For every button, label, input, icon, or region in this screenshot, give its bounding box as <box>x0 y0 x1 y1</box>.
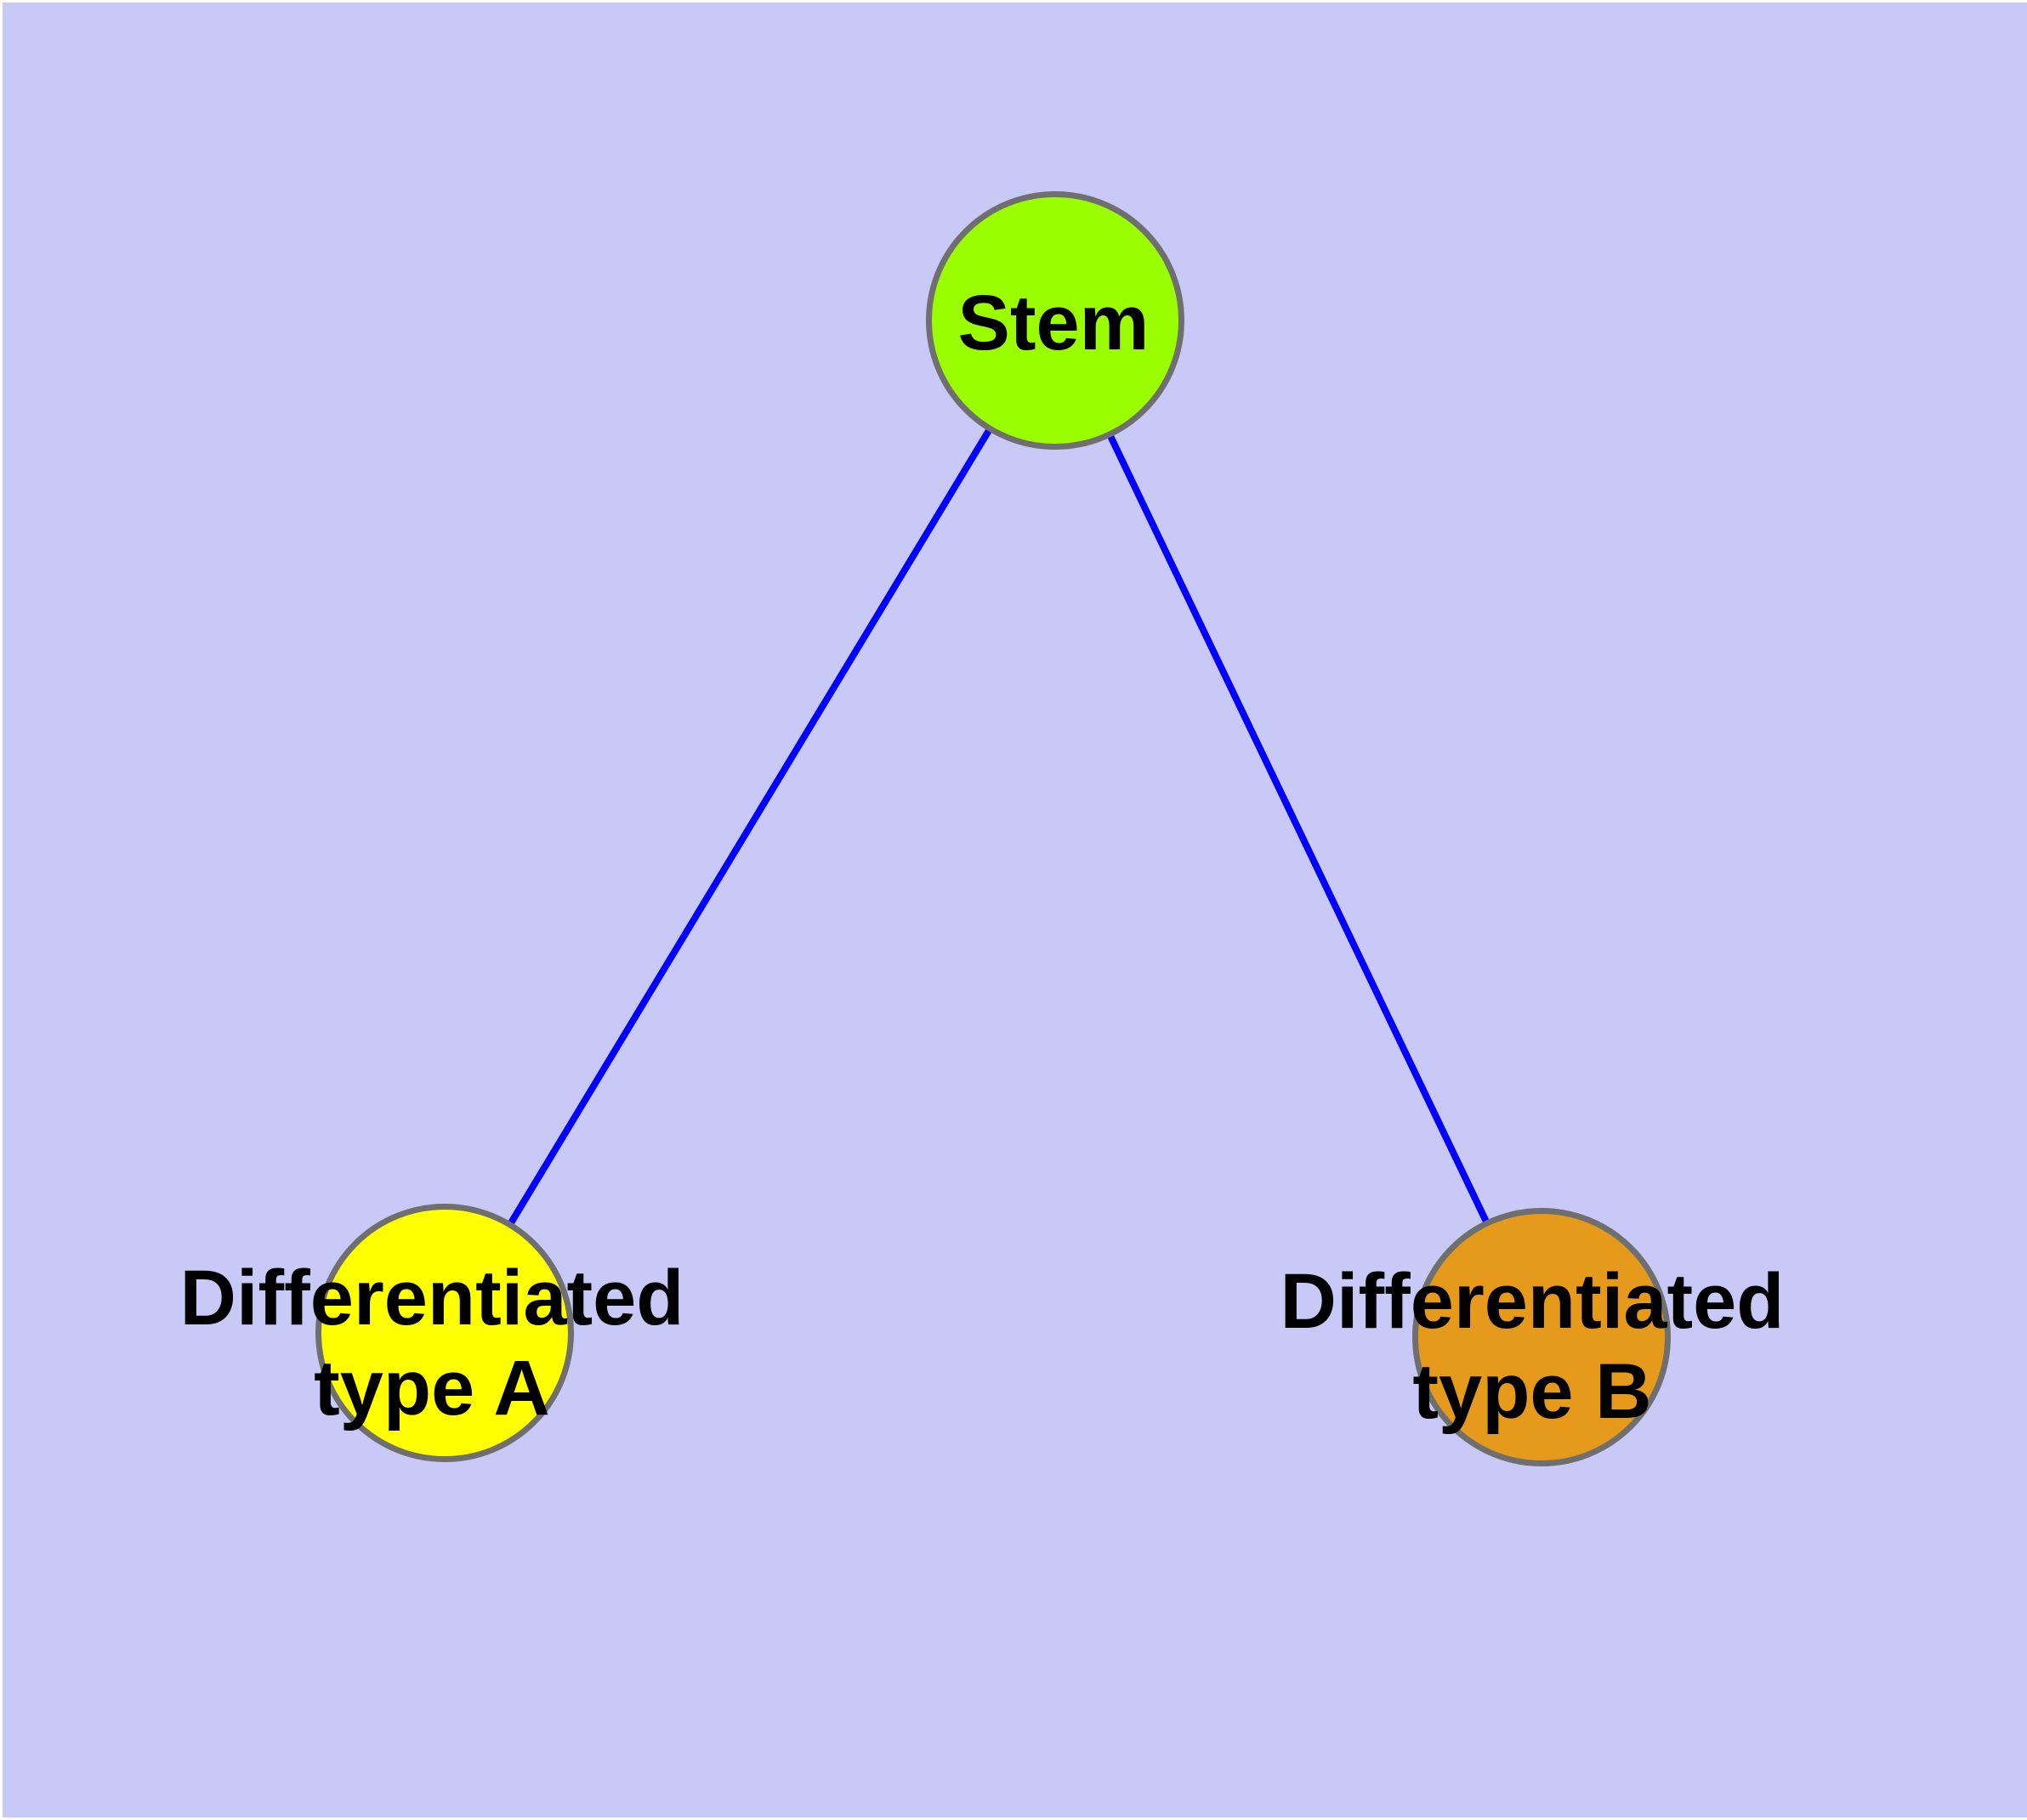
label-type-a-line-2: type A <box>314 1345 550 1432</box>
label-differentiated-type-b: Differentiated type B <box>1280 1256 1785 1437</box>
node-differentiated-type-a <box>315 1204 574 1462</box>
label-stem: Stem <box>958 278 1150 368</box>
edge-stem-to-type-b <box>1052 319 1545 1339</box>
edge-stem-to-type-a <box>441 318 1059 1335</box>
edge-layer <box>441 318 1545 1339</box>
label-differentiated-type-a: Differentiated type A <box>180 1253 684 1433</box>
label-type-b-line-1: Differentiated <box>1280 1258 1785 1345</box>
label-type-b-line-2: type B <box>1412 1348 1652 1435</box>
node-stem <box>926 191 1184 450</box>
node-differentiated-type-b <box>1412 1208 1671 1466</box>
label-stem-text: Stem <box>957 280 1150 366</box>
label-type-a-line-1: Differentiated <box>179 1255 684 1341</box>
